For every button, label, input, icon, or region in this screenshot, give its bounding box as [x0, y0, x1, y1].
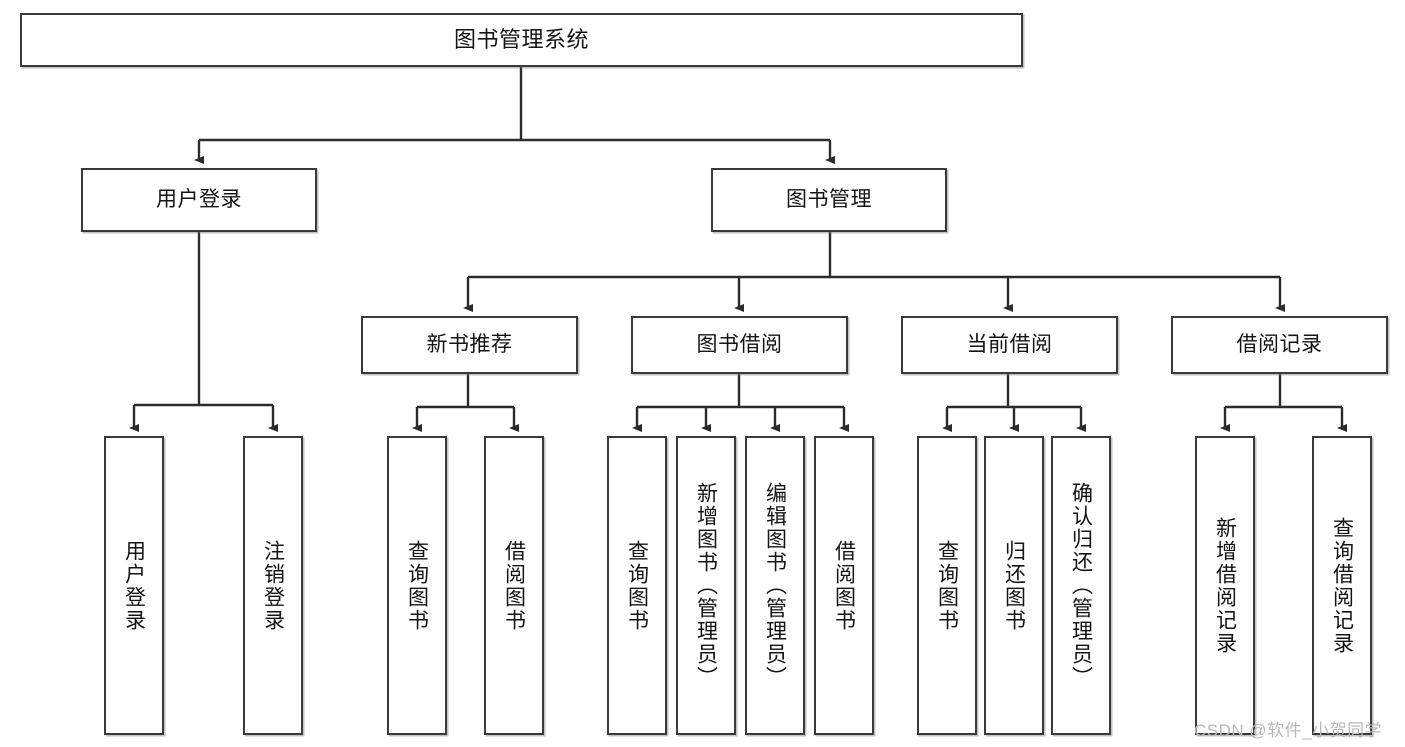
node-new-book-recommend[interactable]: 新书推荐 [361, 316, 578, 374]
leaf-node[interactable]: 新增借阅记录 [1195, 436, 1255, 735]
leaf-node[interactable]: 借阅图书 [484, 436, 544, 735]
leaf-node[interactable]: 查询图书 [607, 436, 667, 735]
leaf-node-label: 确认归还（管理员） [1069, 482, 1093, 689]
leaf-node[interactable]: 注销登录 [243, 436, 303, 735]
node-book-borrow[interactable]: 图书借阅 [631, 316, 848, 374]
node-current-borrow[interactable]: 当前借阅 [901, 316, 1118, 374]
leaf-node-label: 用户登录 [122, 539, 146, 632]
leaf-node-label: 查询图书 [625, 539, 649, 632]
node-borrow-record-label: 借阅记录 [1236, 332, 1323, 356]
leaf-node-label: 编辑图书（管理员） [763, 482, 787, 689]
watermark: CSDN @软件_小贺同学 [1194, 721, 1383, 740]
leaf-node-label: 查询图书 [405, 539, 429, 632]
leaf-node[interactable]: 查询借阅记录 [1312, 436, 1372, 735]
leaf-node-label: 归还图书 [1002, 539, 1026, 632]
leaf-node-label: 新增图书（管理员） [694, 482, 718, 689]
node-new-book-recommend-label: 新书推荐 [426, 332, 513, 356]
leaf-node[interactable]: 编辑图书（管理员） [745, 436, 805, 735]
node-root[interactable]: 图书管理系统 [20, 13, 1023, 67]
node-root-label: 图书管理系统 [453, 27, 589, 53]
node-book-management[interactable]: 图书管理 [711, 168, 947, 232]
leaf-node[interactable]: 归还图书 [984, 436, 1044, 735]
node-book-management-label: 图书管理 [786, 187, 872, 211]
node-current-borrow-label: 当前借阅 [966, 332, 1053, 356]
node-user-login[interactable]: 用户登录 [81, 168, 317, 232]
node-book-borrow-label: 图书借阅 [696, 332, 783, 356]
leaf-node[interactable]: 查询图书 [917, 436, 977, 735]
node-user-login-label: 用户登录 [156, 187, 242, 211]
leaf-node-label: 借阅图书 [502, 539, 526, 632]
leaf-node[interactable]: 用户登录 [104, 436, 164, 735]
leaf-node[interactable]: 确认归还（管理员） [1051, 436, 1111, 735]
leaf-node-label: 查询图书 [935, 539, 959, 632]
leaf-node[interactable]: 借阅图书 [814, 436, 874, 735]
node-borrow-record[interactable]: 借阅记录 [1171, 316, 1388, 374]
leaf-node-label: 查询借阅记录 [1330, 516, 1354, 655]
leaf-node[interactable]: 查询图书 [387, 436, 447, 735]
leaf-node-label: 新增借阅记录 [1213, 516, 1237, 655]
leaf-node[interactable]: 新增图书（管理员） [676, 436, 736, 735]
leaf-node-label: 借阅图书 [832, 539, 856, 632]
leaf-node-label: 注销登录 [261, 539, 285, 632]
